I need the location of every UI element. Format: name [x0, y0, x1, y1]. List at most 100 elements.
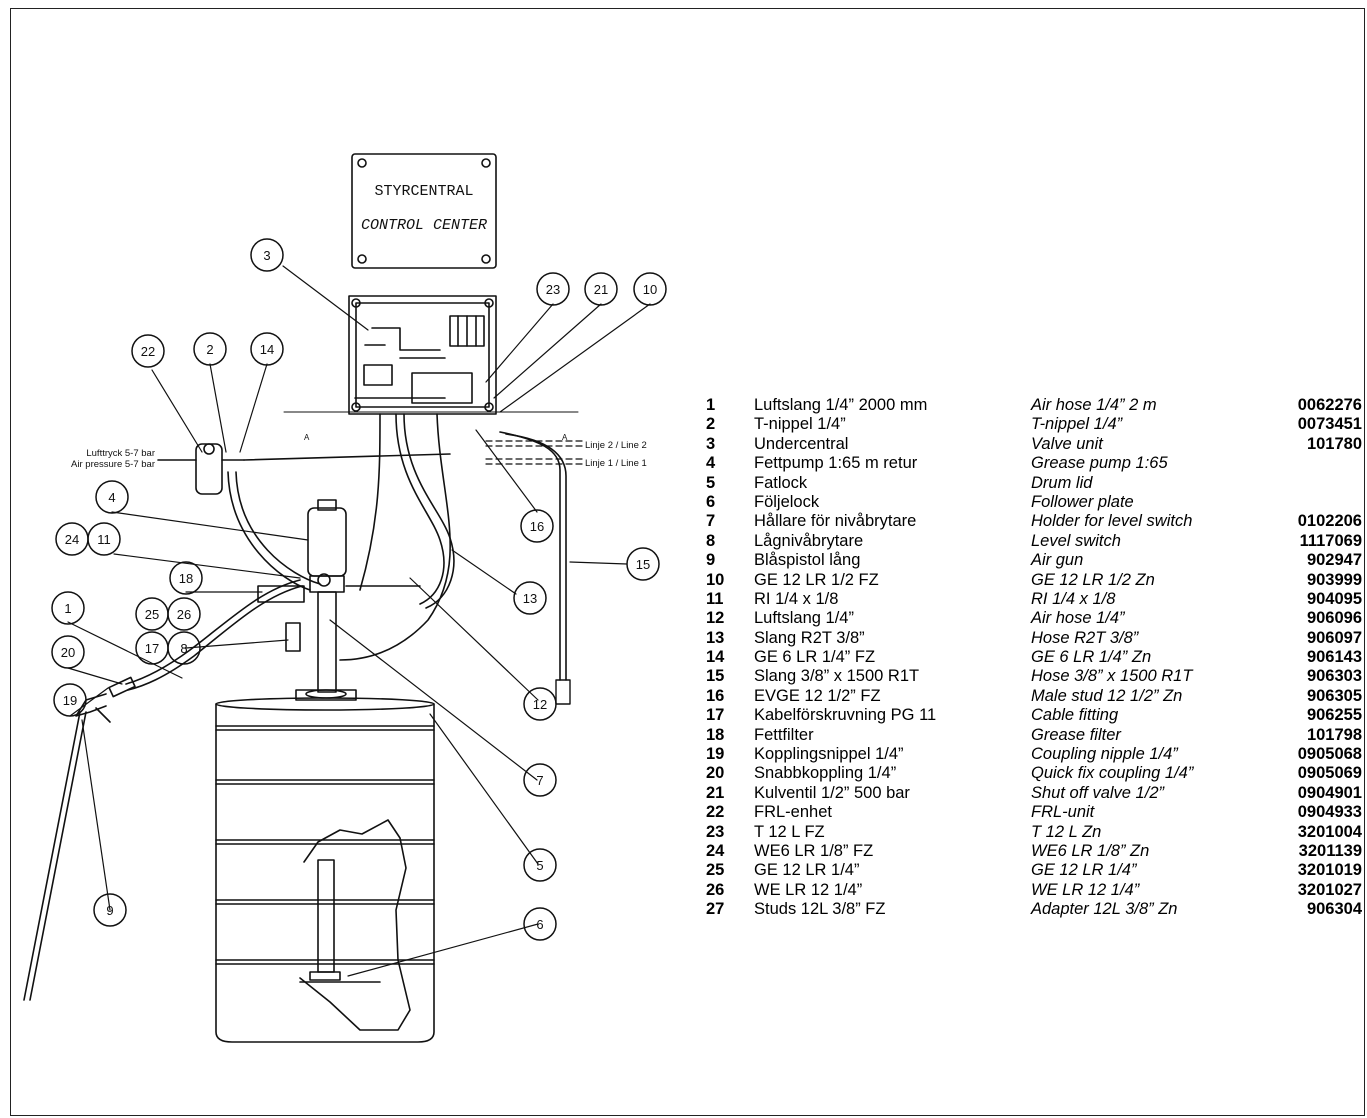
article-number: 906096 [1306, 609, 1362, 628]
part-name-swedish: Kabelförskruvning PG 11 [754, 706, 937, 725]
part-name-swedish: GE 12 LR 1/4” [754, 861, 860, 880]
part-name-swedish: Slang 3/8” x 1500 R1T [754, 667, 920, 686]
article-number: 906097 [1306, 628, 1362, 647]
callout-12: 12 [533, 697, 547, 712]
part-number: 25 [706, 861, 725, 880]
sign-line-2: CONTROL CENTER [361, 217, 487, 234]
part-name-english: Coupling nipple 1/4” [1031, 745, 1178, 764]
callout-24: 24 [65, 532, 79, 547]
part-name-swedish: GE 12 LR 1/2 FZ [754, 570, 879, 589]
part-name-english: Air gun [1031, 551, 1084, 570]
parts-row: 1 Luftslang 1/4” 2000 mm Air hose 1/4” 2 m… [706, 396, 1362, 415]
part-number: 26 [706, 880, 725, 899]
callout-22: 22 [141, 344, 155, 359]
part-number: 5 [706, 473, 716, 492]
sign-line-1: STYRCENTRAL [374, 183, 473, 200]
hoses [125, 413, 567, 691]
article-number: 0904901 [1297, 783, 1362, 802]
parts-list: 1 Luftslang 1/4” 2000 mm Air hose 1/4” 2 m… [706, 396, 1362, 920]
part-name-english: RI 1/4 x 1/8 [1031, 589, 1116, 608]
part-name-english: T-nippel 1/4” [1031, 415, 1123, 434]
callout-13: 13 [523, 591, 537, 606]
article-number: 906304 [1306, 900, 1362, 919]
article-number: 904095 [1306, 589, 1362, 608]
part-name-swedish: WE LR 12 1/4” [754, 880, 863, 899]
pump [257, 499, 421, 693]
part-name-swedish: Lågnivåbrytare [754, 531, 864, 550]
part-number: 19 [706, 745, 725, 764]
part-name-english: GE 6 LR 1/4” Zn [1031, 648, 1152, 667]
callout-17: 17 [145, 641, 159, 656]
article-number: 3201019 [1297, 861, 1362, 880]
article-number: 903999 [1306, 570, 1362, 589]
callout-5: 5 [536, 858, 543, 873]
page-frame [10, 8, 1365, 1116]
part-name-swedish: Luftslang 1/4” [754, 609, 854, 628]
callout-3: 3 [263, 248, 270, 263]
article-number: 101798 [1306, 725, 1362, 744]
part-name-english: Grease filter [1031, 725, 1121, 744]
part-number: 12 [706, 609, 725, 628]
part-name-swedish: T 12 L FZ [754, 822, 825, 841]
part-number: 6 [706, 492, 716, 511]
callout-23: 23 [546, 282, 560, 297]
part-number: 27 [706, 900, 725, 919]
callout-7: 7 [536, 773, 543, 788]
part-number: 1 [706, 396, 716, 414]
line-2-label: Linje 2 / Line 2 [585, 440, 647, 451]
part-name-swedish: Fettfilter [754, 725, 814, 744]
part-name-swedish: Fettpump 1:65 m retur [754, 454, 918, 473]
part-number: 2 [706, 415, 716, 434]
part-name-english: Level switch [1031, 531, 1121, 550]
part-name-english: WE6 LR 1/8” Zn [1031, 841, 1150, 860]
part-name-swedish: Kopplingsnippel 1/4” [754, 745, 904, 764]
part-name-english: Quick fix coupling 1/4” [1031, 764, 1194, 783]
article-number: 906305 [1306, 686, 1362, 705]
parts-row: 19 Kopplingsnippel 1/4” Coupling nipple 1/… [706, 745, 1362, 764]
part-name-swedish: Hållare för nivåbrytare [754, 512, 917, 531]
article-number: 0905068 [1297, 745, 1362, 764]
part-number: 3 [706, 434, 716, 453]
callout-11: 11 [97, 532, 111, 547]
part-number: 24 [706, 841, 725, 860]
callout-8: 8 [180, 641, 187, 656]
article-number: 906255 [1306, 706, 1362, 725]
part-number: 14 [706, 648, 725, 667]
callout-26: 26 [177, 607, 191, 622]
article-number: 906143 [1306, 648, 1362, 667]
article-number: 1117069 [1299, 531, 1362, 550]
article-number: 0062276 [1297, 396, 1362, 414]
part-name-english: Hose R2T 3/8” [1031, 628, 1139, 647]
part-name-english: Follower plate [1031, 492, 1134, 511]
article-number: 906303 [1306, 667, 1362, 686]
part-number: 9 [706, 551, 716, 570]
parts-row: 5 Fatlock Drum lid [706, 474, 1362, 493]
part-number: 18 [706, 725, 725, 744]
part-name-swedish: Fatlock [754, 473, 808, 492]
parts-row: 14 GE 6 LR 1/4” FZ GE 6 LR 1/4” Zn 906143 [706, 648, 1362, 667]
line-1-label: Linje 1 / Line 1 [585, 458, 647, 469]
part-name-swedish: FRL-enhet [754, 803, 832, 822]
part-number: 7 [706, 512, 716, 531]
part-number: 23 [706, 822, 725, 841]
callout-15: 15 [636, 557, 650, 572]
part-name-swedish: T-nippel 1/4” [754, 415, 846, 434]
part-name-english: Grease pump 1:65 [1031, 454, 1168, 473]
callout-9: 9 [106, 903, 113, 918]
valve-unit-box [348, 295, 497, 415]
part-name-swedish: Luftslang 1/4” 2000 mm [754, 396, 928, 414]
part-name-english: Air hose 1/4” 2 m [1031, 396, 1157, 414]
part-name-english: Drum lid [1031, 473, 1093, 492]
article-number: 3201139 [1298, 841, 1362, 860]
callout-18: 18 [179, 571, 193, 586]
part-name-swedish: GE 6 LR 1/4” FZ [754, 648, 876, 667]
article-number: 0904933 [1297, 803, 1362, 822]
